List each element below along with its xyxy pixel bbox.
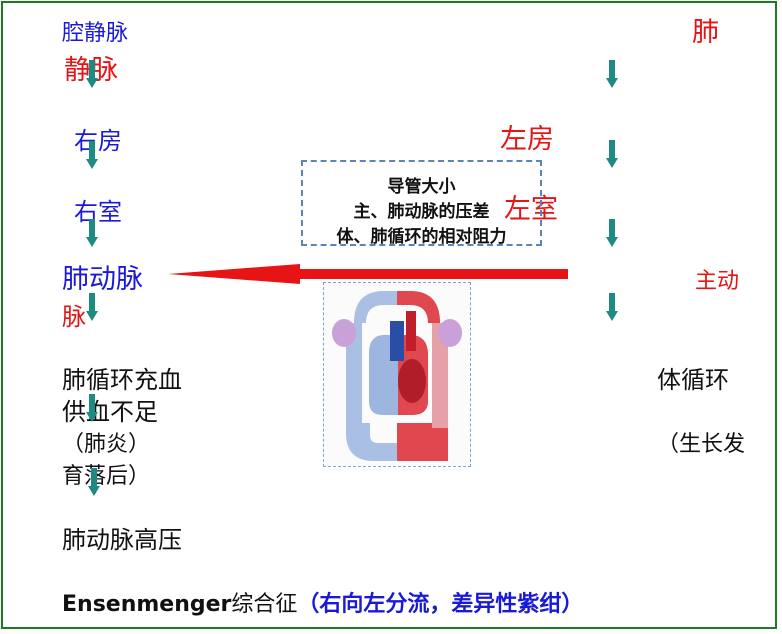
down-arrow-icon	[86, 394, 98, 422]
factor-line-2: 主、肺动脉的压差	[353, 202, 490, 222]
shunt-arrow-icon	[168, 264, 568, 284]
syndrome-name: Ensenmenger	[62, 592, 232, 617]
factor-box: 导管大小 主、肺动脉的压差 体、肺循环的相对阻力	[301, 160, 542, 247]
syndrome-line: Ensenmenger综合征（右向左分流，差异性紫绀）	[62, 594, 583, 616]
down-arrow-icon	[606, 140, 618, 168]
insufficient-supply-label: 供血不足	[62, 398, 158, 426]
down-arrow-icon	[86, 293, 98, 321]
pneumonia-label: （肺炎）	[62, 432, 151, 457]
down-arrow-icon	[606, 219, 618, 247]
development-lag-label: 育落后）	[62, 464, 151, 489]
down-arrow-icon	[606, 60, 618, 88]
growth-label: （生长发	[657, 432, 746, 457]
left-atrium-label: 左房	[500, 124, 554, 155]
syndrome-description: （右向左分流，差异性紫绀）	[297, 592, 584, 617]
down-arrow-icon	[86, 60, 98, 88]
left-ventricle-label: 左室	[504, 194, 558, 225]
right-ventricle-label: 右室	[74, 198, 122, 226]
right-atrium-label: 右房	[74, 127, 122, 155]
syndrome-suffix: 综合征	[231, 592, 298, 617]
down-arrow-icon	[86, 219, 98, 247]
factor-line-3: 体、肺循环的相对阻力	[336, 227, 507, 247]
factor-line-1: 导管大小	[387, 177, 456, 197]
systemic-circulation-label: 体循环	[657, 366, 729, 394]
heart-circulation-illustration	[323, 282, 471, 467]
down-arrow-icon	[606, 293, 618, 321]
artery-fragment-label: 脉	[62, 303, 86, 331]
down-arrow-icon	[86, 141, 98, 169]
aorta-label: 主动	[695, 269, 740, 294]
pulmonary-congestion-label: 肺循环充血	[62, 366, 182, 394]
vena-cava-label: 腔静脉	[62, 21, 129, 46]
down-arrow-icon	[88, 468, 100, 496]
pulmonary-hypertension-label: 肺动脉高压	[62, 526, 182, 554]
pulmonary-artery-label: 肺动脉	[62, 264, 143, 295]
lung-label: 肺	[692, 17, 719, 48]
